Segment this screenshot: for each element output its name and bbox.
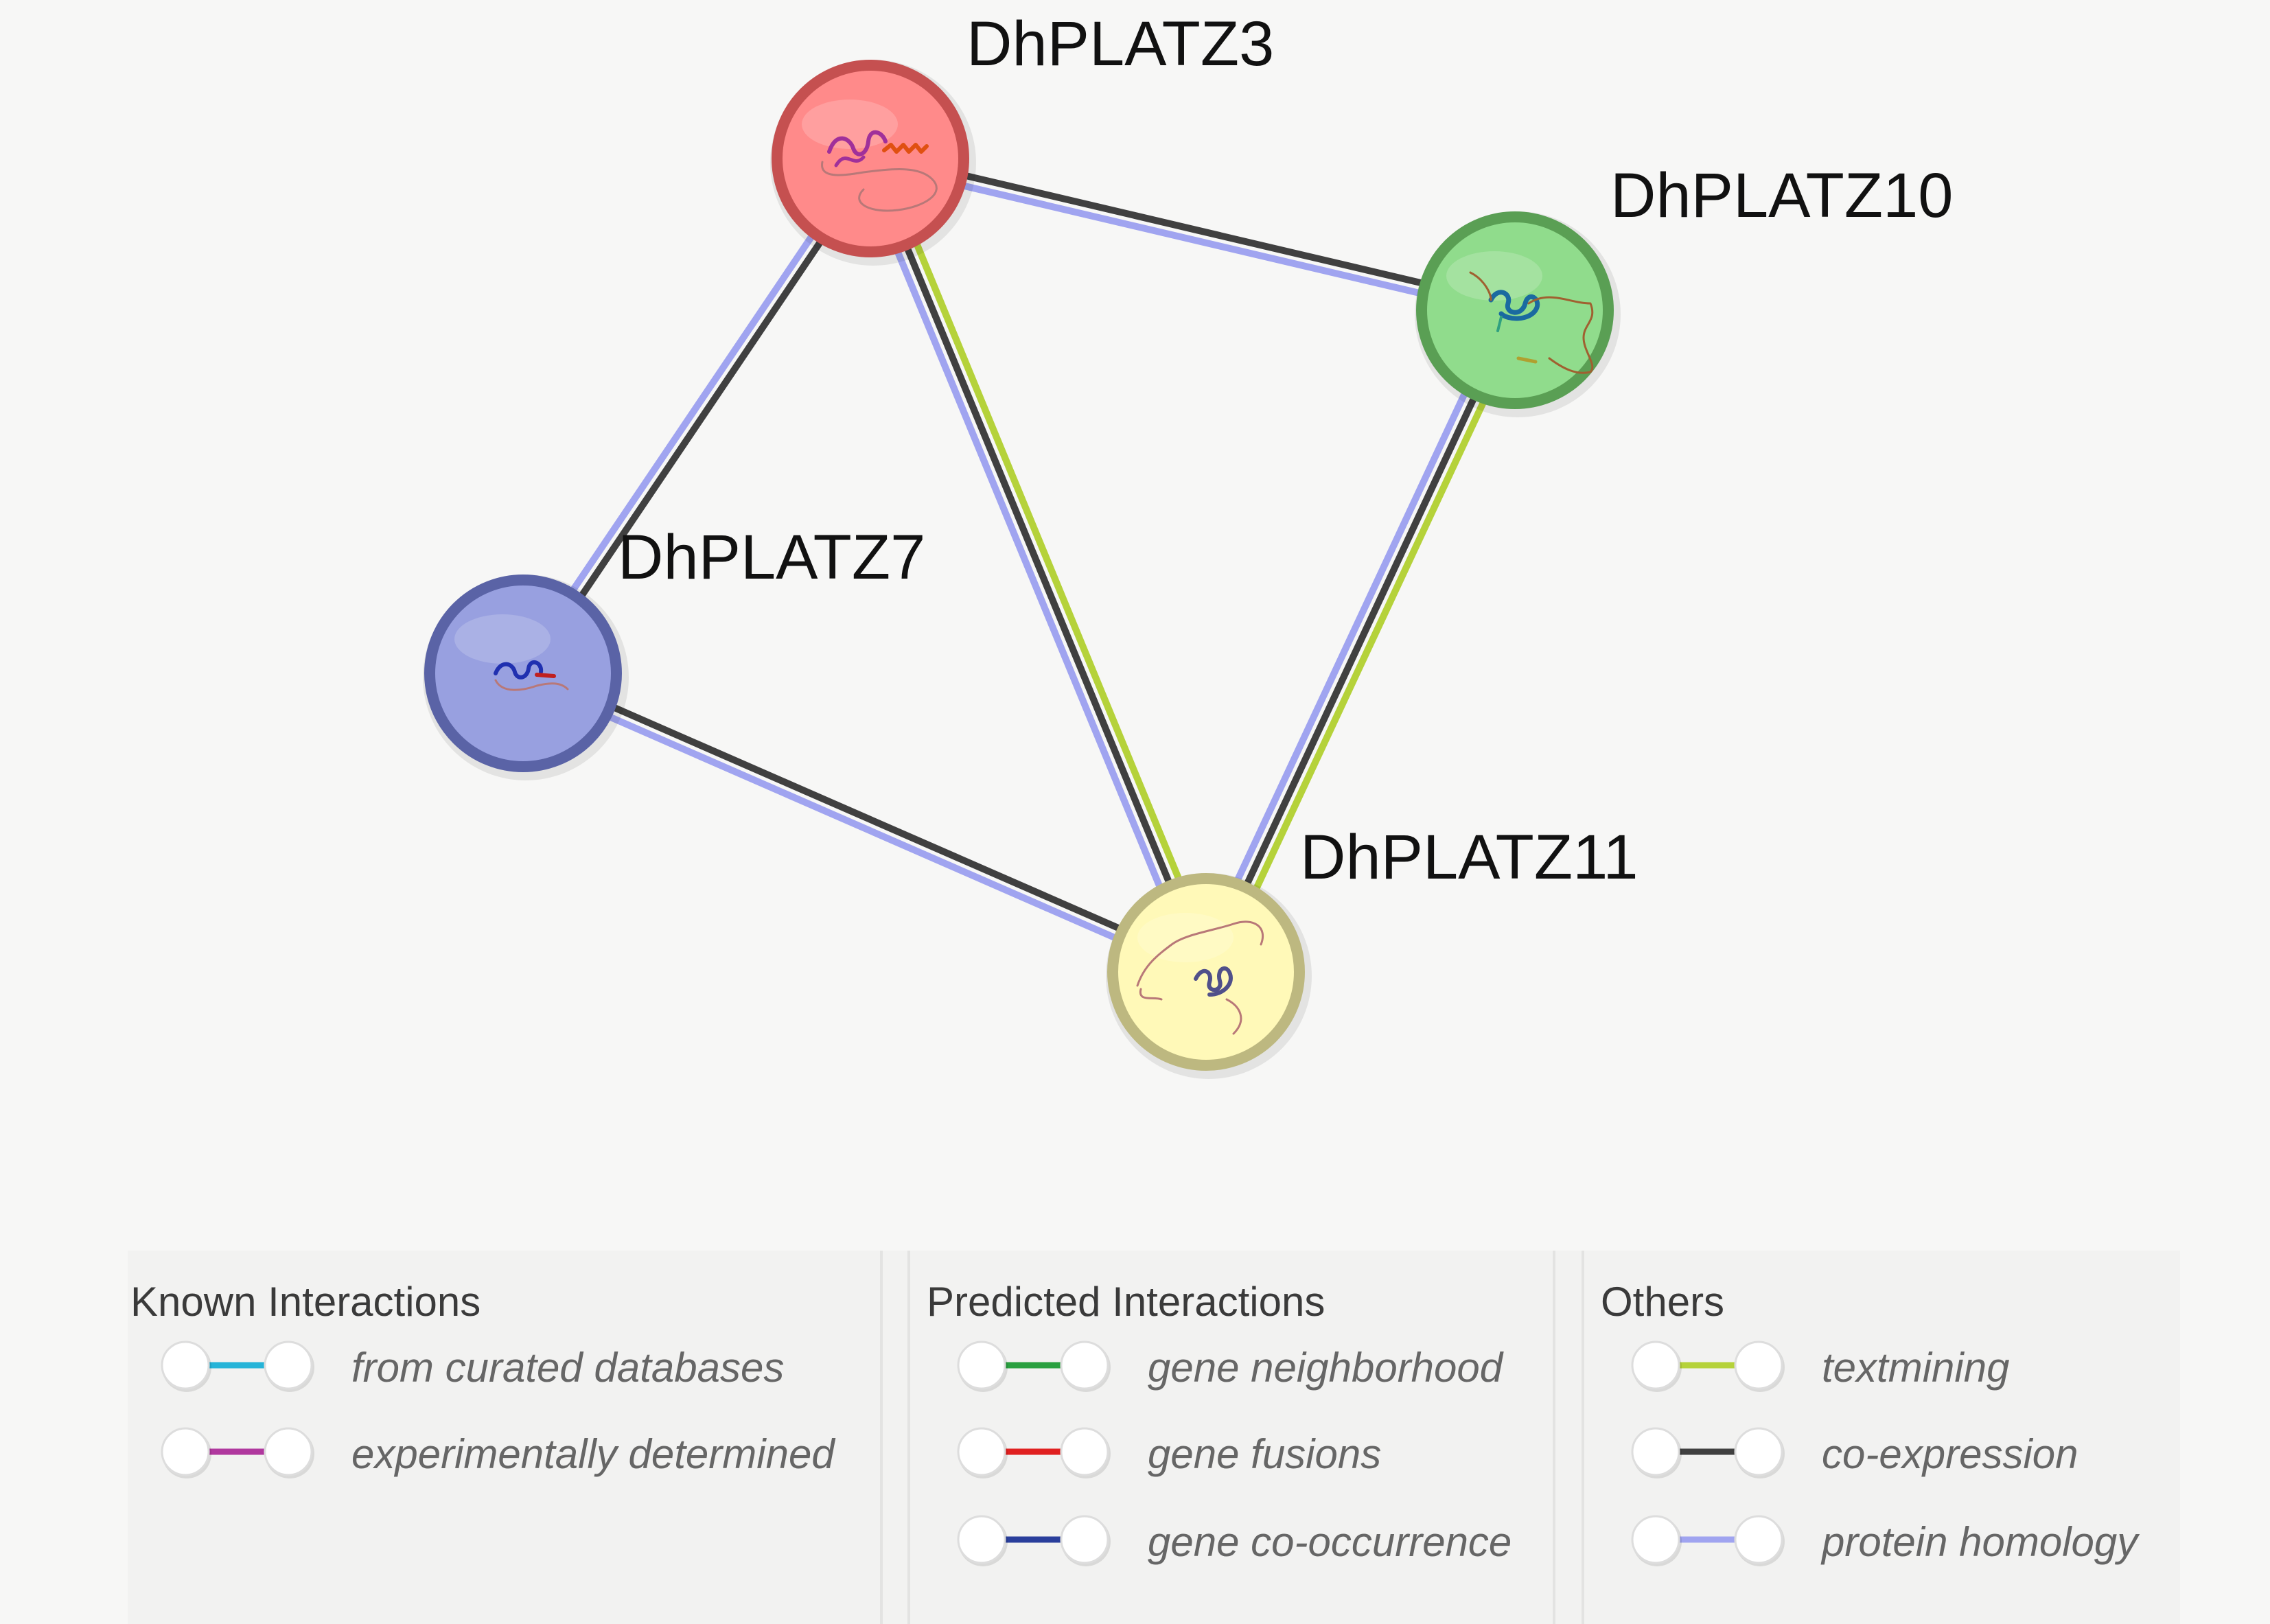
legend-panel: Known Interactions from curated database… xyxy=(128,1251,2180,1624)
legend-title-known: Known Interactions xyxy=(130,1279,481,1325)
legend-item: textmining xyxy=(1628,1334,2246,1396)
legend-label: from curated databases xyxy=(351,1345,785,1391)
swatch-node xyxy=(1060,1341,1109,1390)
swatch-node xyxy=(1734,1427,1783,1476)
protein-structure-icon xyxy=(1136,920,1264,1035)
edge-line-homology xyxy=(857,161,1200,977)
edge-swatch-cooccurrence-icon xyxy=(957,1515,1111,1566)
edge-line-homology xyxy=(1193,304,1509,969)
legend-divider xyxy=(907,1251,910,1624)
protein-structure-icon xyxy=(494,660,569,691)
legend-label: gene fusions xyxy=(1148,1431,1382,1477)
protein-structure-icon xyxy=(1469,271,1594,374)
legend-label: textmining xyxy=(1822,1345,2010,1391)
node-DhPLATZ3[interactable]: DhPLATZ3 xyxy=(770,9,1274,266)
swatch-node xyxy=(161,1427,210,1476)
legend-item: gene co-occurrence xyxy=(954,1509,1572,1570)
swatch-node xyxy=(161,1341,210,1390)
node-highlight xyxy=(1446,251,1542,301)
legend-title-others: Others xyxy=(1601,1279,1725,1325)
legend-item: gene neighborhood xyxy=(954,1334,1572,1396)
legend-item: gene fusions xyxy=(954,1421,1572,1483)
edge-swatch-experimental-icon xyxy=(161,1427,314,1478)
node-circle[interactable] xyxy=(772,60,969,257)
legend-section-others: Others textmining co-expression protein … xyxy=(1598,1251,2188,1624)
edge-DhPLATZ7-DhPLATZ11[interactable] xyxy=(519,665,1210,980)
swatch-node xyxy=(1060,1427,1109,1476)
legend-label: protein homology xyxy=(1822,1519,2138,1565)
edge-line-homology xyxy=(519,675,1205,980)
swatch-node xyxy=(1060,1515,1109,1564)
legend-divider xyxy=(880,1251,883,1624)
edge-line-coexpression xyxy=(870,150,1517,309)
swatch-node xyxy=(264,1427,313,1476)
swatch-node xyxy=(1734,1515,1783,1564)
legend-label: gene co-occurrence xyxy=(1148,1519,1512,1565)
node-circle[interactable] xyxy=(424,575,622,772)
edge-swatch-fusion-icon xyxy=(957,1427,1111,1478)
node-DhPLATZ7[interactable]: DhPLATZ7 xyxy=(423,522,925,780)
edge-swatch-neighborhood-icon xyxy=(957,1341,1111,1392)
edge-DhPLATZ3-DhPLATZ10[interactable] xyxy=(868,150,1517,319)
legend-item: protein homology xyxy=(1628,1509,2246,1570)
edge-swatch-homology-icon xyxy=(1631,1515,1785,1566)
legend-label: co-expression xyxy=(1822,1431,2078,1477)
node-highlight xyxy=(454,614,551,664)
swatch-node xyxy=(1631,1341,1680,1390)
swatch-node xyxy=(957,1427,1006,1476)
edge-line-textmining xyxy=(1212,313,1528,978)
node-DhPLATZ11[interactable]: DhPLATZ11 xyxy=(1106,822,1638,1079)
edge-line-homology xyxy=(868,160,1515,319)
edge-swatch-textmining-icon xyxy=(1631,1341,1785,1392)
edge-line-textmining xyxy=(877,153,1219,970)
edge-swatch-coexpression-icon xyxy=(1631,1427,1785,1478)
edge-DhPLATZ10-DhPLATZ11[interactable] xyxy=(1193,304,1528,978)
edge-line-coexpression xyxy=(524,159,878,678)
legend-item: experimentally determined xyxy=(158,1421,835,1483)
swatch-node xyxy=(957,1515,1006,1564)
legend-label: gene neighborhood xyxy=(1148,1345,1503,1391)
edge-DhPLATZ3-DhPLATZ7[interactable] xyxy=(516,154,878,678)
swatch-node xyxy=(1631,1515,1680,1564)
swatch-node xyxy=(1734,1341,1783,1390)
node-label: DhPLATZ10 xyxy=(1610,161,1953,231)
node-label: DhPLATZ3 xyxy=(966,9,1274,79)
edges-layer xyxy=(516,150,1528,980)
edge-line-coexpression xyxy=(867,157,1209,973)
legend-item: from curated databases xyxy=(158,1334,784,1396)
edge-DhPLATZ3-DhPLATZ11[interactable] xyxy=(857,153,1219,977)
edge-line-homology xyxy=(516,154,869,673)
legend-section-known: Known Interactions from curated database… xyxy=(128,1251,883,1624)
edge-line-coexpression xyxy=(524,665,1210,971)
edge-swatch-curated-icon xyxy=(161,1341,314,1392)
swatch-node xyxy=(957,1341,1006,1390)
swatch-node xyxy=(1631,1427,1680,1476)
protein-structure-icon xyxy=(821,130,938,212)
edge-line-coexpression xyxy=(1203,308,1518,974)
legend-item: co-expression xyxy=(1628,1421,2246,1483)
legend-divider xyxy=(1582,1251,1584,1624)
legend-label: experimentally determined xyxy=(351,1431,835,1477)
legend-section-predicted: Predicted Interactions gene neighborhood… xyxy=(924,1251,1597,1624)
swatch-node xyxy=(264,1341,313,1390)
legend-divider xyxy=(1553,1251,1555,1624)
node-highlight xyxy=(802,100,898,149)
legend-title-predicted: Predicted Interactions xyxy=(927,1279,1325,1325)
node-label: DhPLATZ11 xyxy=(1300,822,1638,892)
node-label: DhPLATZ7 xyxy=(618,522,925,592)
node-DhPLATZ10[interactable]: DhPLATZ10 xyxy=(1415,161,1953,417)
